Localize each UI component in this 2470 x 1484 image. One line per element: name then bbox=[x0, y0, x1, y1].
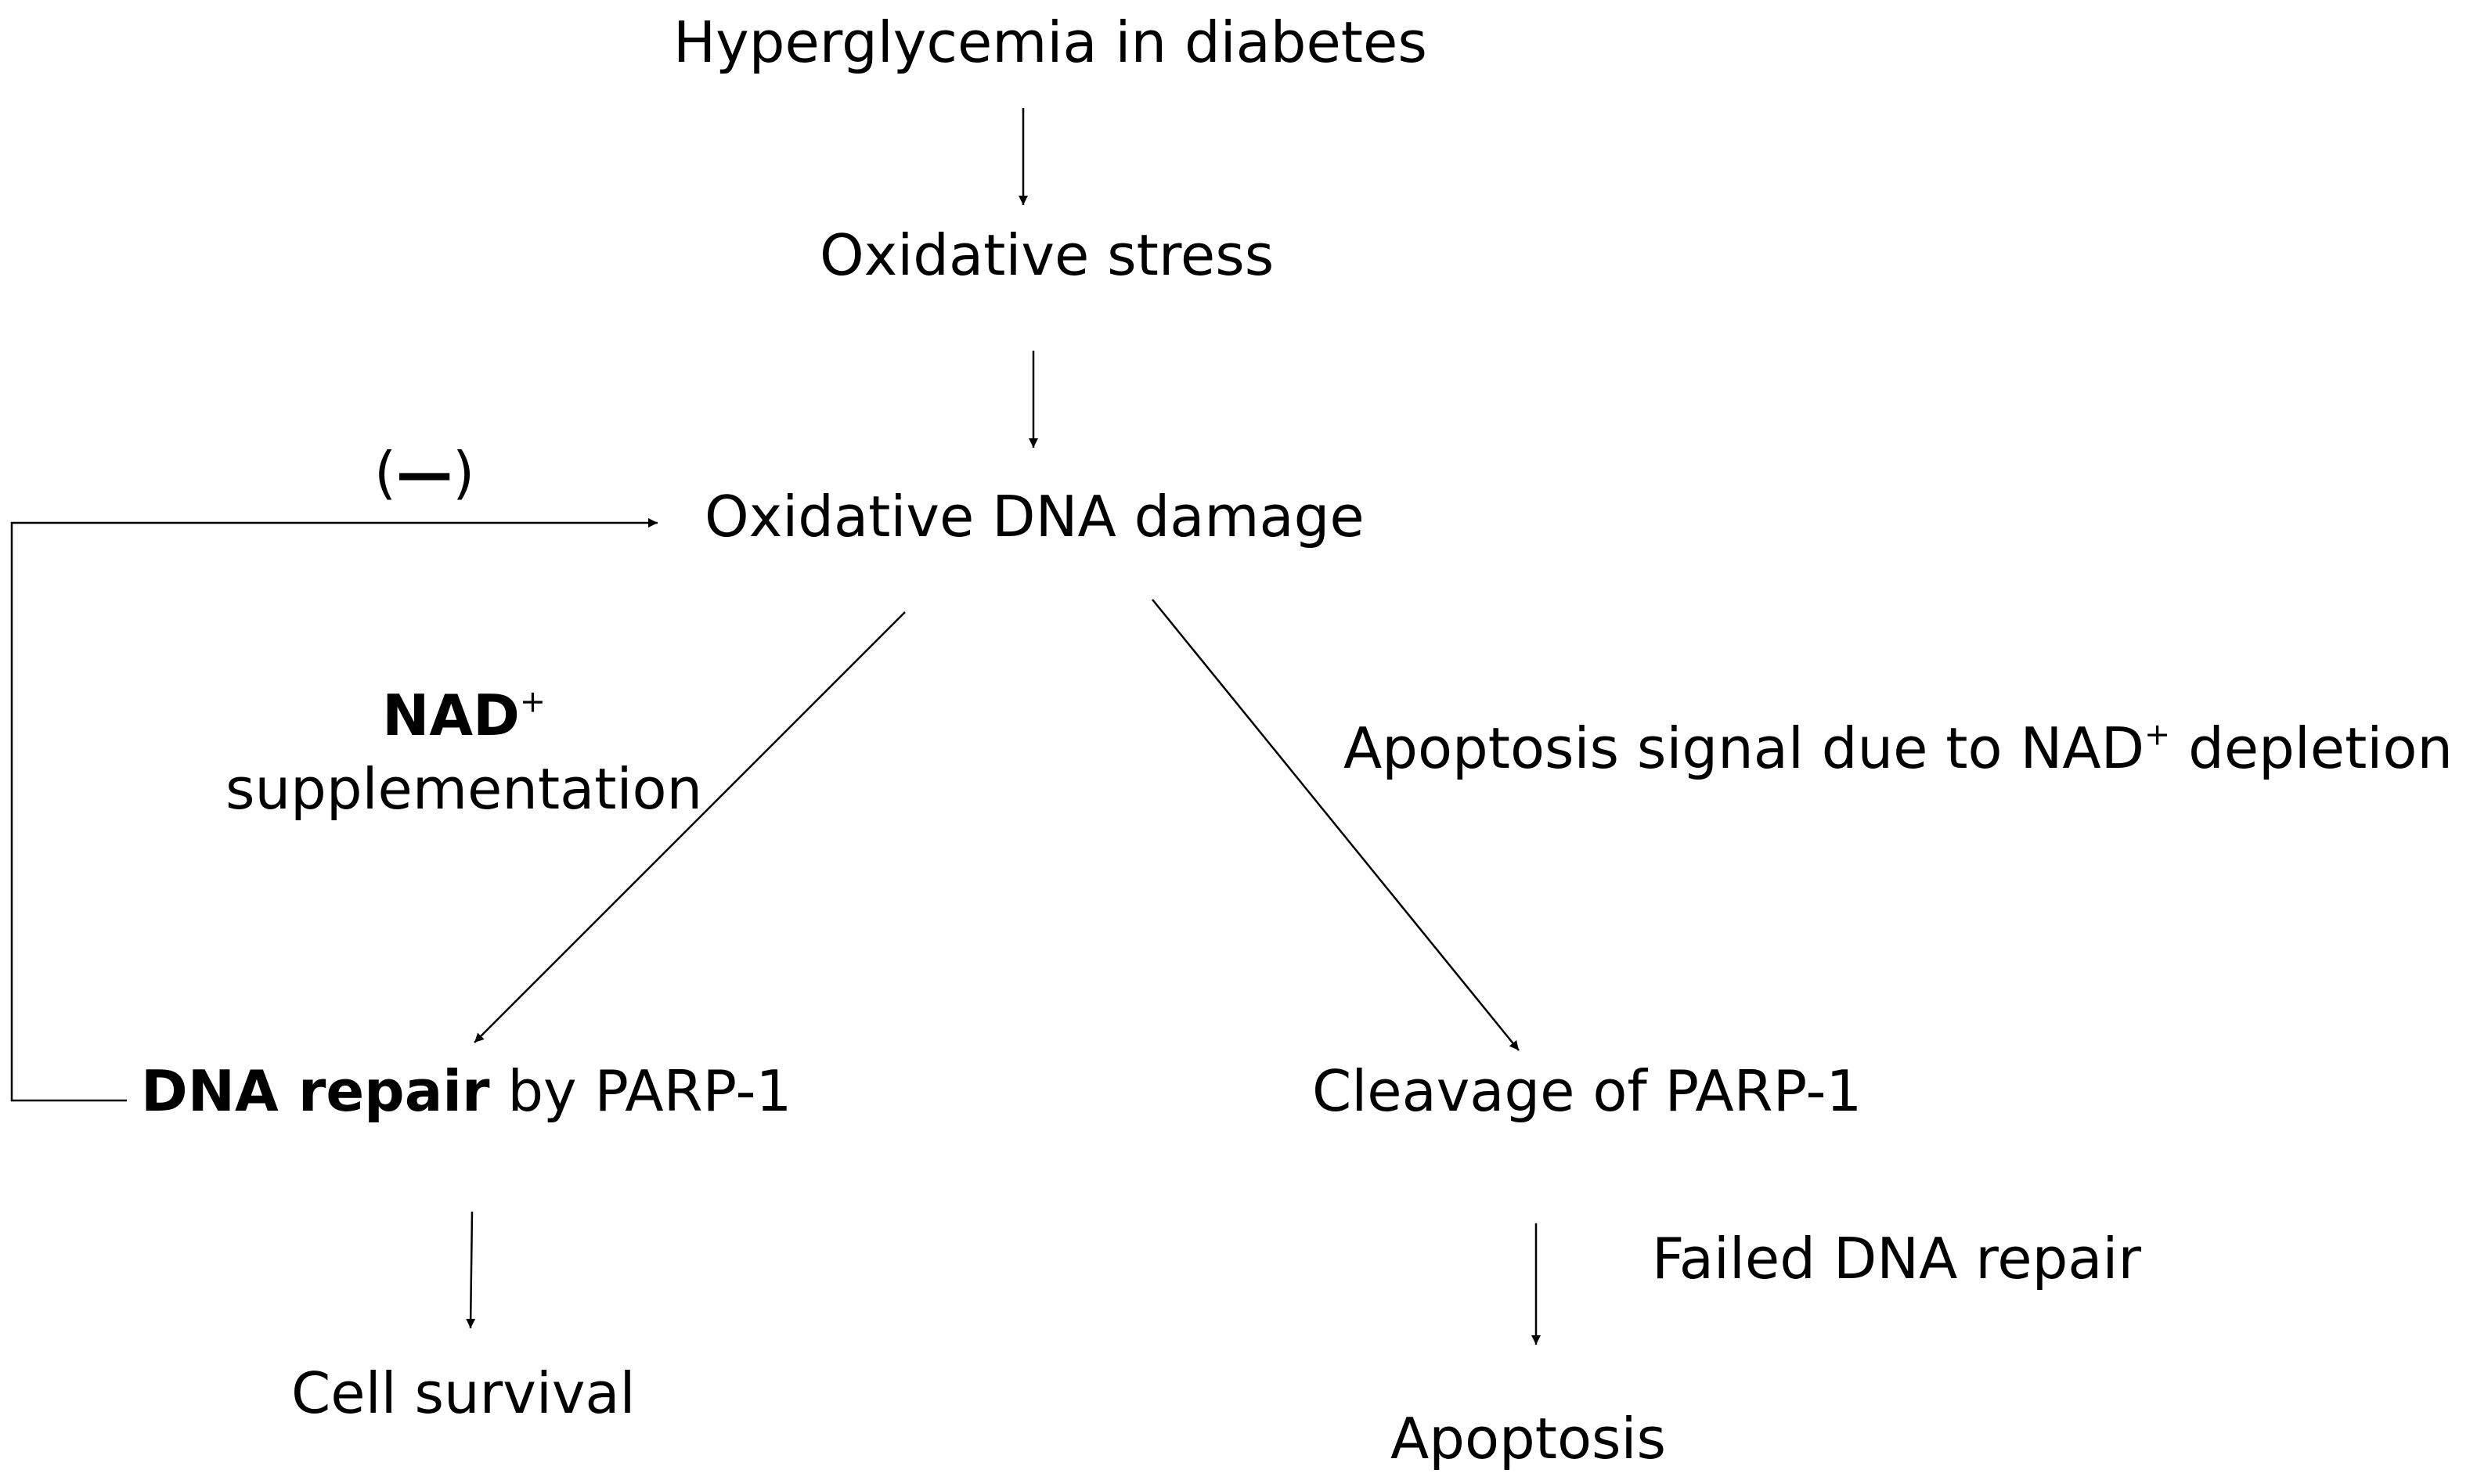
apoptosis-signal-text: Apoptosis signal due to NAD bbox=[1343, 715, 2145, 781]
node-oxidative-stress: Oxidative stress bbox=[820, 222, 1275, 288]
node-apoptosis: Apoptosis bbox=[1390, 1406, 1667, 1471]
dna-repair-bold: DNA repair bbox=[141, 1058, 490, 1124]
nad-heading: NAD+ bbox=[225, 679, 702, 753]
apoptosis-signal-superscript: + bbox=[2144, 716, 2171, 753]
arrow-dna-repair-to-cell-survival bbox=[466, 1211, 476, 1329]
node-cell-survival: Cell survival bbox=[291, 1360, 636, 1426]
apoptosis-signal-label: Apoptosis signal due to NAD+ depletion bbox=[1343, 719, 2453, 776]
failed-dna-repair-label: Failed DNA repair bbox=[1652, 1226, 2142, 1291]
inhibition-sign: (—) bbox=[374, 445, 474, 501]
arrow-dna-damage-to-cleavage bbox=[1152, 599, 1520, 1051]
apoptosis-signal-depletion: depletion bbox=[2170, 715, 2453, 781]
node-hyperglycemia: Hyperglycemia in diabetes bbox=[673, 9, 1427, 75]
node-oxidative-dna-damage: Oxidative DNA damage bbox=[705, 484, 1365, 549]
nad-superscript: + bbox=[519, 683, 546, 720]
inhibition-open-paren: ( bbox=[374, 440, 397, 506]
dna-repair-rest: by PARP-1 bbox=[489, 1058, 792, 1124]
inhibition-minus: — bbox=[396, 440, 453, 506]
nad-text: NAD bbox=[382, 683, 520, 748]
nad-supplementation-label: NAD+ supplementation bbox=[225, 679, 702, 826]
arrow-dna-damage-to-dna-repair bbox=[474, 611, 906, 1043]
feedback-inhibition-arrow bbox=[10, 518, 658, 1102]
supplementation-text: supplementation bbox=[225, 755, 703, 822]
node-dna-repair: DNA repair by PARP-1 bbox=[141, 1063, 791, 1119]
inhibition-close-paren: ) bbox=[453, 440, 475, 506]
node-cleavage-of-parp1: Cleavage of PARP-1 bbox=[1312, 1058, 1862, 1124]
